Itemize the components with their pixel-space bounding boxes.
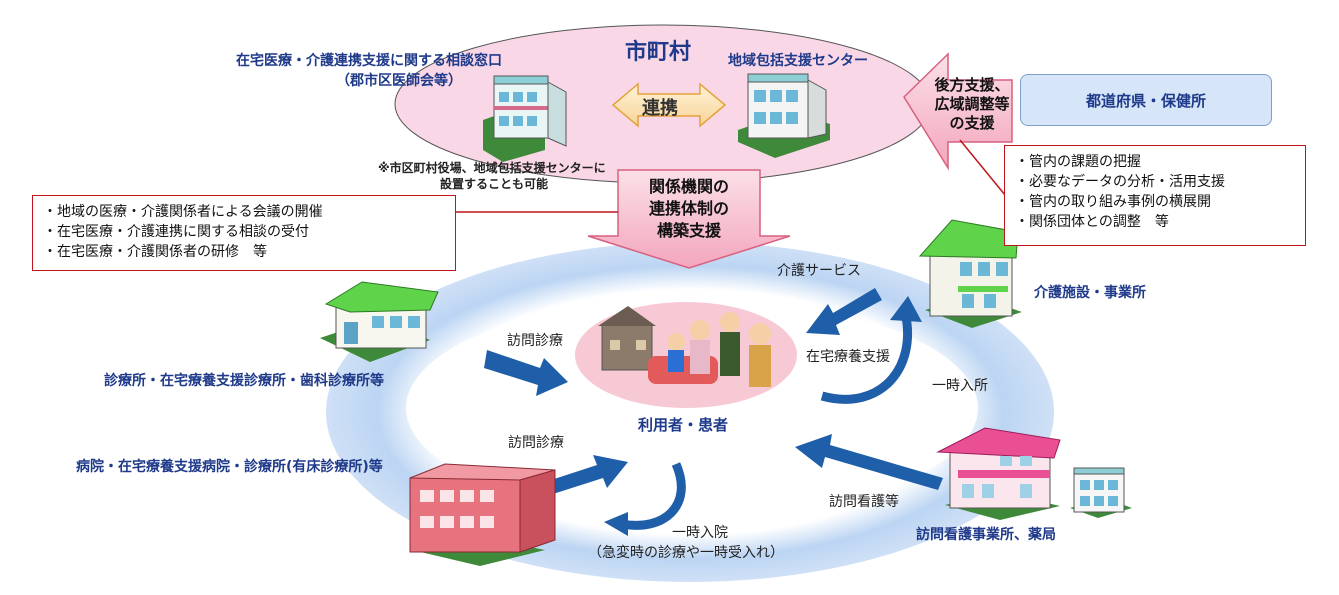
support-arrow-line1: 関係機関の: [648, 177, 729, 196]
flow-admission-line1: 一時入院: [672, 525, 728, 541]
consult-window-sub: （郡市区医師会等）: [336, 73, 462, 89]
backup-arrow: [903, 52, 1013, 171]
care-facility-house: [918, 219, 1022, 328]
patient-label: 利用者・患者: [638, 416, 729, 434]
backup-item-4: ・関係団体との調整 等: [1015, 214, 1169, 230]
municipality-note-2: 設置することも可能: [440, 177, 549, 191]
backup-arrow-line3: の支援: [949, 114, 995, 132]
flow-care-service: 介護サービス: [777, 263, 861, 279]
municipality-title: 市町村: [625, 40, 692, 65]
community-ring-inner: [406, 298, 978, 518]
consult-building: [483, 75, 567, 162]
backup-item-3: ・管内の取り組み事例の横展開: [1015, 194, 1211, 210]
backup-item-1: ・管内の課題の把握: [1015, 154, 1141, 170]
center-building: [738, 73, 830, 158]
link-label: 連携: [642, 98, 678, 119]
flow-curve-home-support-head: [890, 296, 922, 322]
support-items-box: ・地域の医療・介護関係者による会議の開催 ・在宅医療・介護連携に関する相談の受付…: [32, 195, 456, 271]
flow-short-stay: 一時入所: [932, 378, 988, 394]
prefecture-box: 都道府県・保健所: [1020, 74, 1272, 126]
support-arrow-text: 関係機関の 連携体制の 構築支援: [618, 176, 760, 242]
backup-arrow-line1: 後方支援、: [934, 76, 1010, 94]
nursing-house: [936, 427, 1061, 520]
backup-arrow-line2: 広域調整等: [934, 95, 1010, 113]
care-facility-label: 介護施設・事業所: [1034, 285, 1146, 301]
support-arrow: [587, 169, 791, 269]
support-arrow-line3: 構築支援: [656, 221, 721, 240]
flow-visit-medical-1: 訪問診療: [507, 333, 563, 349]
hospital-label: 病院・在宅療養支援病院・診療所(有床診療所)等: [76, 459, 383, 475]
support-item-1: ・地域の医療・介護関係者による会議の開催: [43, 204, 323, 220]
backup-arrow-text: 後方支援、 広域調整等 の支援: [924, 76, 1020, 133]
prefecture-label: 都道府県・保健所: [1085, 91, 1206, 110]
center-title: 地域包括支援センター: [728, 53, 868, 69]
flow-visit-nursing: 訪問看護等: [829, 494, 899, 510]
flow-arrow-hospital: [548, 455, 628, 494]
support-item-3: ・在宅医療・介護関係者の研修 等: [43, 244, 267, 260]
family-illustration: [598, 306, 771, 387]
municipality-note-1: ※市区町村役場、地域包括支援センターに: [378, 161, 606, 175]
flow-curve-home-support: [820, 310, 913, 404]
nursing-label: 訪問看護事業所、薬局: [916, 527, 1056, 543]
hospital-building: [409, 463, 556, 566]
backup-item-2: ・必要なデータの分析・活用支援: [1015, 174, 1225, 190]
support-arrow-line2: 連携体制の: [648, 199, 729, 218]
backup-items-box: ・管内の課題の把握 ・必要なデータの分析・活用支援 ・管内の取り組み事例の横展開…: [1004, 145, 1306, 246]
flow-arrow-nursing: [795, 434, 943, 490]
link-arrow: [611, 82, 727, 128]
clinic-label: 診療所・在宅療養支援診療所・歯科診療所等: [104, 373, 384, 389]
flow-arrow-clinic: [484, 350, 568, 396]
pharmacy-building: [1070, 467, 1132, 518]
flow-curve-admission-head: [604, 512, 628, 536]
flow-arrow-care-service: [806, 288, 882, 335]
flow-home-support: 在宅療養支援: [806, 349, 890, 365]
flow-visit-medical-2: 訪問診療: [508, 435, 564, 451]
consult-window-title: 在宅医療・介護連携支援に関する相談窓口: [236, 53, 502, 69]
clinic-house: [320, 281, 439, 362]
flow-curve-admission: [621, 462, 686, 530]
backup-connector: [959, 139, 1006, 196]
flow-admission-line2: （急変時の診療や一時受入れ）: [588, 545, 784, 561]
support-item-2: ・在宅医療・介護連携に関する相談の受付: [43, 224, 309, 240]
